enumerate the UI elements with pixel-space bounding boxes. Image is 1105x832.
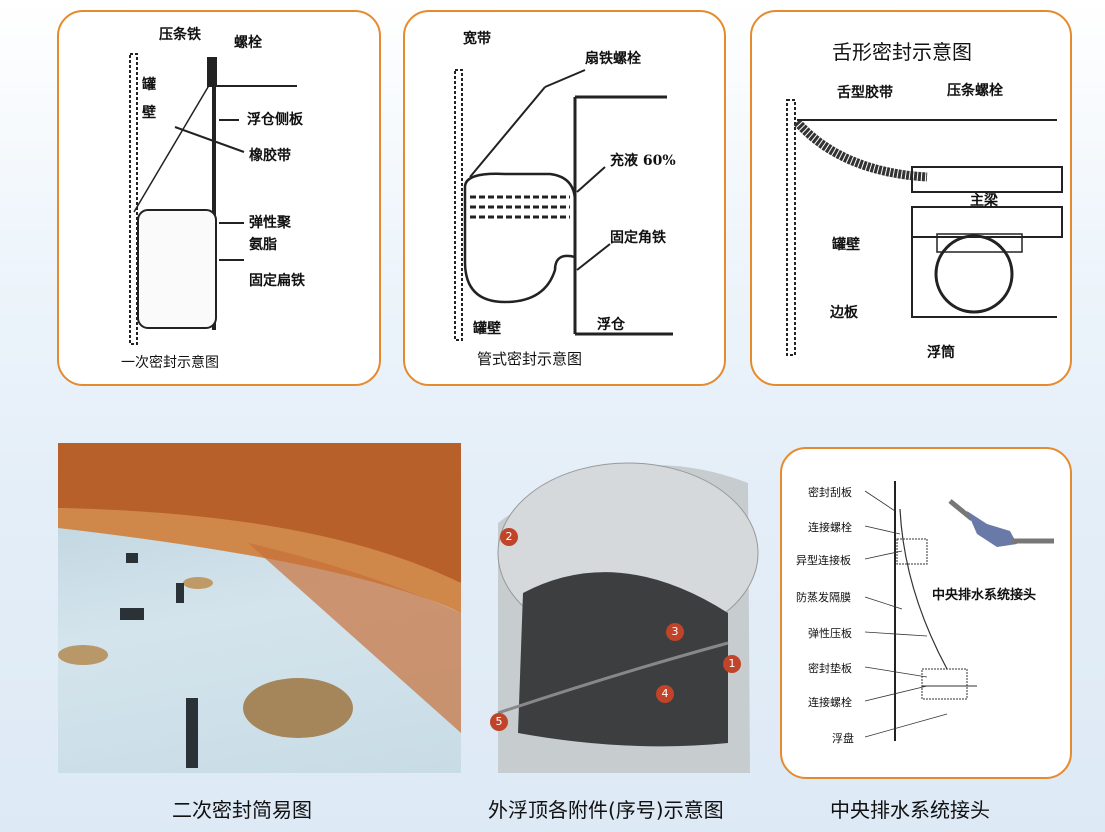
primary-seal-diagram: 压条铁 螺栓 罐 壁 浮仓侧板 橡胶带 弹性聚 氨脂 固定扁铁 一次密封示意图 <box>57 10 381 386</box>
marker-2: 2 <box>500 528 518 546</box>
label-tongue-belt: 舌型胶带 <box>837 85 893 101</box>
label-floating-deck: 浮盘 <box>832 732 854 745</box>
tongue-seal-diagram: 舌形密封示意图 舌型胶带 压条螺栓 主梁 罐壁 边板 浮筒 <box>750 10 1072 386</box>
primary-seal-drawing <box>129 53 297 345</box>
tube-seal-drawing <box>454 69 673 341</box>
caption-central-drain: 中央排水系统接头 <box>830 798 990 822</box>
label-shaped-plate: 异型连接板 <box>796 554 851 567</box>
label-wide-belt: 宽带 <box>463 31 491 47</box>
tongue-seal-drawing <box>786 99 1063 356</box>
floating-roof-accessories-image: 2 1 3 4 5 <box>478 443 760 783</box>
drain-joint-icon <box>948 499 1054 547</box>
label-press-bolt: 压条螺栓 <box>947 83 1003 99</box>
marker-5: 5 <box>490 713 508 731</box>
label-pontoon: 浮仓 <box>597 317 625 333</box>
label-flat-iron: 固定扁铁 <box>249 273 305 289</box>
central-drain-drawing <box>864 481 1054 741</box>
panel3-title: 舌形密封示意图 <box>832 40 972 64</box>
label-pontoon-side: 浮仓侧板 <box>247 112 303 128</box>
label-urethane: 氨脂 <box>249 237 277 253</box>
label-connect-bolt-1: 连接螺栓 <box>808 521 852 534</box>
secondary-seal-photo <box>58 443 461 773</box>
label-vapor-membrane: 防蒸发隔膜 <box>796 591 851 604</box>
marker-3: 3 <box>666 623 684 641</box>
caption-secondary-seal: 二次密封简易图 <box>172 798 312 822</box>
panel2-caption: 管式密封示意图 <box>477 350 583 368</box>
label-bolt: 螺栓 <box>234 35 262 51</box>
tube-seal-diagram: 宽带 扇铁螺栓 充液 60% 固定角铁 罐壁 浮仓 管式密封示意图 <box>403 10 726 386</box>
label-rubber-belt: 橡胶带 <box>249 148 291 164</box>
label-seal-scraper: 密封刮板 <box>808 486 852 499</box>
label-connect-bolt-2: 连接螺栓 <box>808 696 852 709</box>
label-press-bar: 压条铁 <box>159 27 201 43</box>
label-tank: 罐 <box>142 77 156 93</box>
central-drain-diagram: 密封刮板 连接螺栓 异型连接板 防蒸发隔膜 弹性压板 密封垫板 连接螺栓 浮盘 … <box>780 447 1072 779</box>
label-main-beam: 主梁 <box>970 193 998 209</box>
label-elastic: 弹性聚 <box>249 215 291 231</box>
inset-label: 中央排水系统接头 <box>932 588 1037 603</box>
caption-roof-accessories: 外浮顶各附件(序号)示意图 <box>488 798 724 822</box>
label-angle-iron: 固定角铁 <box>610 230 666 246</box>
label-wall: 壁 <box>142 105 156 121</box>
label-fill-60: 充液 60% <box>610 153 676 169</box>
label-float-tube: 浮筒 <box>927 345 955 361</box>
tank-interior-drawing <box>58 443 461 768</box>
label-seal-gasket: 密封垫板 <box>808 662 852 675</box>
marker-4: 4 <box>656 685 674 703</box>
marker-1: 1 <box>723 655 741 673</box>
label-fan-bolt: 扇铁螺栓 <box>585 51 641 67</box>
label-tank-wall: 罐壁 <box>832 237 860 253</box>
label-rim-plate: 边板 <box>830 305 858 321</box>
label-elastic-plate: 弹性压板 <box>808 627 852 640</box>
panel1-caption: 一次密封示意图 <box>121 355 219 371</box>
floating-roof-drawing <box>497 462 759 773</box>
label-tank-wall: 罐壁 <box>473 321 501 337</box>
